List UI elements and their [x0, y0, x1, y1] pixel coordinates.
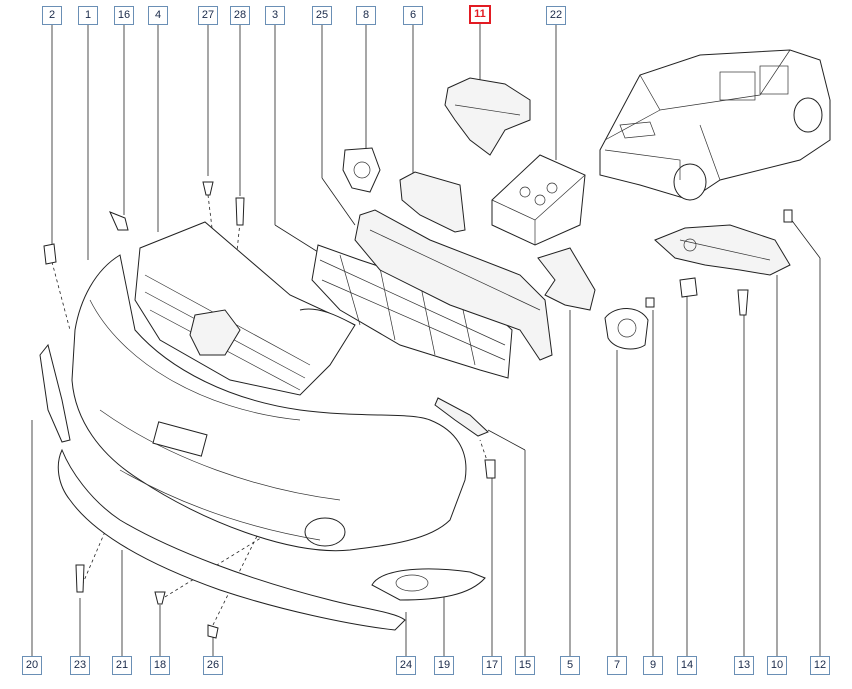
label-21[interactable]: 21 — [112, 656, 132, 675]
label-13[interactable]: 13 — [734, 656, 754, 675]
label-10[interactable]: 10 — [767, 656, 787, 675]
lower-spoiler — [57, 448, 406, 631]
part-11 — [444, 77, 531, 156]
label-27[interactable]: 27 — [198, 6, 218, 25]
grille-frame — [354, 209, 553, 361]
top-leader-lines — [51, 24, 557, 260]
side-strip — [39, 343, 71, 443]
label-23[interactable]: 23 — [70, 656, 90, 675]
label-26[interactable]: 26 — [203, 656, 223, 675]
label-12[interactable]: 12 — [810, 656, 830, 675]
bracket-5 — [537, 247, 596, 311]
label-1[interactable]: 1 — [78, 6, 98, 25]
label-14[interactable]: 14 — [677, 656, 697, 675]
label-25[interactable]: 25 — [312, 6, 332, 25]
label-3[interactable]: 3 — [265, 6, 285, 25]
fasteners — [43, 181, 496, 639]
label-20[interactable]: 20 — [22, 656, 42, 675]
bracket-6 — [399, 171, 466, 233]
label-22[interactable]: 22 — [546, 6, 566, 25]
label-24[interactable]: 24 — [396, 656, 416, 675]
label-5[interactable]: 5 — [560, 656, 580, 675]
label-19[interactable]: 19 — [434, 656, 454, 675]
bracket-8 — [342, 147, 381, 193]
bottom-leader-lines — [31, 217, 821, 656]
label-28[interactable]: 28 — [230, 6, 250, 25]
label-6[interactable]: 6 — [403, 6, 423, 25]
grille — [134, 221, 356, 396]
label-11-highlighted[interactable]: 11 — [469, 5, 491, 24]
label-16[interactable]: 16 — [114, 6, 134, 25]
label-15[interactable]: 15 — [515, 656, 535, 675]
label-2[interactable]: 2 — [42, 6, 62, 25]
side-bracket — [654, 209, 793, 316]
front-bumper — [71, 254, 467, 552]
label-9[interactable]: 9 — [643, 656, 663, 675]
car-thumbnail — [599, 49, 831, 201]
fog-lamp-bracket — [604, 297, 655, 350]
label-18[interactable]: 18 — [150, 656, 170, 675]
label-17[interactable]: 17 — [482, 656, 502, 675]
label-8[interactable]: 8 — [356, 6, 376, 25]
fastener-kit-box — [491, 154, 586, 246]
fog-lamp-cover — [371, 568, 486, 601]
label-4[interactable]: 4 — [148, 6, 168, 25]
label-7[interactable]: 7 — [607, 656, 627, 675]
